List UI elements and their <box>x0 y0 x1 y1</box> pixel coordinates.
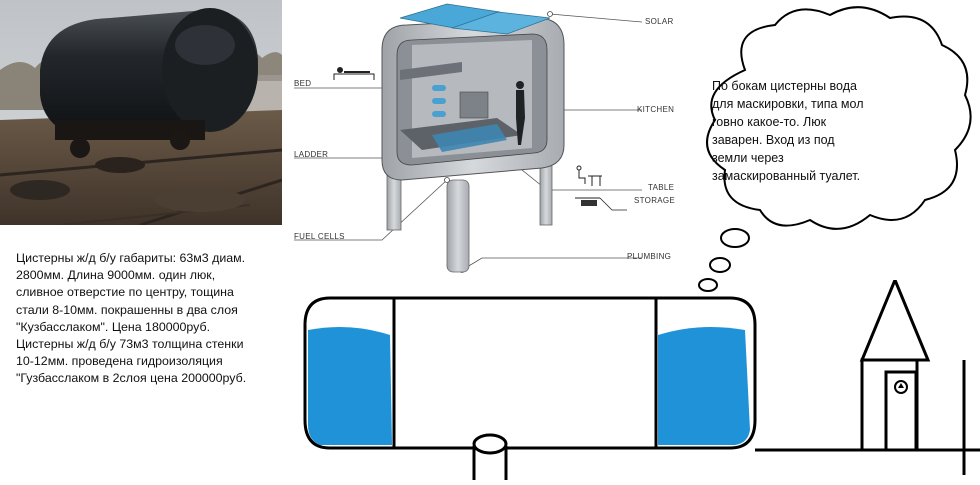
label-bed: BED <box>294 79 312 88</box>
tank-sketch <box>290 276 980 480</box>
label-ladder: LADDER <box>294 150 329 159</box>
tank-car-photo <box>0 0 282 225</box>
thought-bubble <box>690 0 980 295</box>
label-storage: STORAGE <box>634 196 676 205</box>
label-fuel-cells: FUEL CELLS <box>294 232 345 241</box>
label-plumbing: PLUMBING <box>627 252 672 261</box>
capsule-diagram: SOLAR BED KITCHEN LADDER TABLE STORAGE F… <box>282 0 702 285</box>
label-solar: SOLAR <box>645 17 674 26</box>
thought-bubble-text: По бокам цистерны вода для маскировки, т… <box>712 79 864 183</box>
label-kitchen: KITCHEN <box>637 105 675 114</box>
tank-description: Цистерны ж/д б/у габариты: 63м3 диам. 28… <box>16 251 247 386</box>
label-table: TABLE <box>648 183 675 192</box>
